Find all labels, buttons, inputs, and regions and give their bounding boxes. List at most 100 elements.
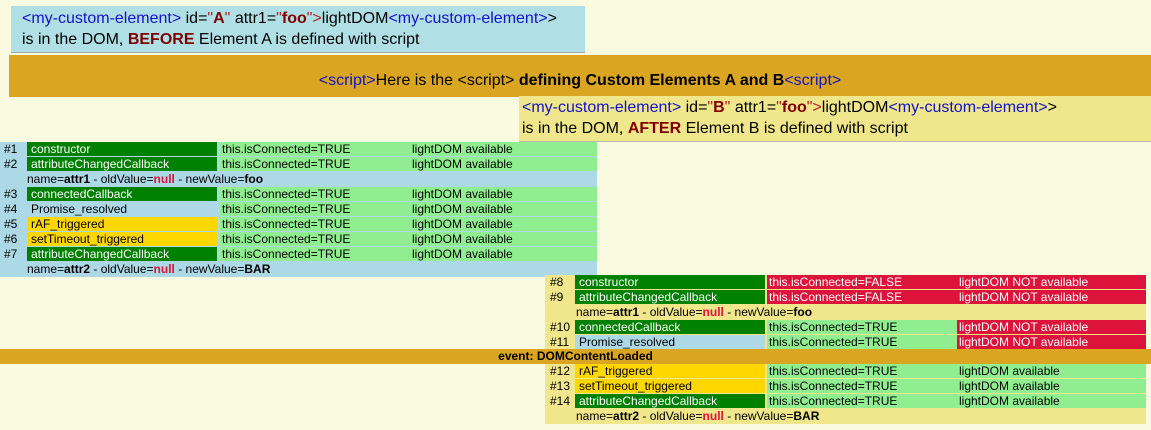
element-b-markup: <my-custom-element> id="B" attr1="foo">l…	[522, 99, 1057, 116]
detail-name-label: name=	[576, 409, 614, 423]
log-row-number: #12	[550, 364, 571, 378]
log-row-number: #9	[550, 290, 564, 304]
log-row-attribute-detail: name=attr2 - oldValue=null - newValue=BA…	[545, 409, 1146, 424]
log-row-light-dom: lightDOM available	[410, 202, 597, 216]
detail-old-label: - oldValue=	[90, 262, 154, 276]
log-row-light-dom: lightDOM NOT available	[957, 335, 1146, 349]
log-row-is-connected: this.isConnected=TRUE	[220, 187, 410, 201]
log-row-callback: Promise_resolved	[575, 335, 765, 349]
log-row-light-dom: lightDOM available	[410, 187, 597, 201]
log-row-light-dom: lightDOM NOT available	[957, 320, 1146, 334]
log-row-number: #14	[550, 394, 571, 408]
detail-old-value: null	[702, 409, 724, 423]
log-row-attribute-detail: name=attr1 - oldValue=null - newValue=fo…	[0, 172, 597, 187]
log-row-light-dom: lightDOM available	[957, 364, 1146, 378]
log-row-number: #5	[4, 217, 18, 231]
log-row-callback: rAF_triggered	[575, 364, 765, 378]
log-row-number: #3	[4, 187, 18, 201]
log-row-is-connected: this.isConnected=TRUE	[767, 364, 957, 378]
log-row-callback: attributeChangedCallback	[575, 290, 765, 304]
log-row-number: #8	[550, 275, 564, 289]
log-row-callback: setTimeout_triggered	[575, 379, 765, 393]
element-a-banner: <my-custom-element> id="A" attr1="foo">l…	[11, 6, 585, 53]
detail-attr-name: attr1	[613, 305, 640, 319]
element-b-status: is in the DOM, AFTER Element B is define…	[522, 120, 908, 137]
detail-new-value: foo	[793, 305, 813, 319]
log-row-callback: constructor	[575, 275, 765, 289]
log-row-number: #13	[550, 379, 571, 393]
log-row-is-connected: this.isConnected=TRUE	[220, 232, 410, 246]
log-row-is-connected: this.isConnected=TRUE	[220, 157, 410, 171]
log-row-is-connected: this.isConnected=TRUE	[220, 202, 410, 216]
script-band: <script>Here is the <script> defining Cu…	[9, 55, 1151, 97]
log-row-callback: attributeChangedCallback	[575, 394, 765, 408]
log-row-number: #2	[4, 157, 18, 171]
log-row-is-connected: this.isConnected=TRUE	[767, 320, 957, 334]
log-row-callback: constructor	[27, 142, 217, 156]
log-row-callback: attributeChangedCallback	[27, 157, 217, 171]
log-row-light-dom: lightDOM available	[410, 232, 597, 246]
log-row-is-connected: this.isConnected=TRUE	[767, 394, 957, 408]
log-row-attribute-detail: name=attr2 - oldValue=null - newValue=BA…	[0, 262, 597, 277]
detail-attr-name: attr2	[613, 409, 640, 423]
log-row-light-dom: lightDOM available	[957, 379, 1146, 393]
log-row-is-connected: this.isConnected=FALSE	[767, 290, 957, 304]
log-row-light-dom: lightDOM available	[410, 217, 597, 231]
detail-new-value: foo	[244, 172, 264, 186]
log-row-attribute-detail: name=attr1 - oldValue=null - newValue=fo…	[545, 305, 1146, 320]
log-row-is-connected: this.isConnected=TRUE	[220, 142, 410, 156]
log-row-callback: attributeChangedCallback	[27, 247, 217, 261]
detail-old-value: null	[153, 172, 175, 186]
detail-new-value: BAR	[244, 262, 271, 276]
element-a-markup: <my-custom-element> id="A" attr1="foo">l…	[22, 10, 557, 27]
detail-attr-name: attr1	[64, 172, 91, 186]
log-row-light-dom: lightDOM available	[410, 157, 597, 171]
detail-new-label: - newValue=	[174, 172, 245, 186]
log-row-number: #6	[4, 232, 18, 246]
log-row-callback: connectedCallback	[575, 320, 765, 334]
log-row-light-dom: lightDOM available	[957, 394, 1146, 408]
log-row-is-connected: this.isConnected=TRUE	[220, 247, 410, 261]
detail-old-label: - oldValue=	[90, 172, 154, 186]
detail-attr-name: attr2	[64, 262, 91, 276]
log-row-is-connected: this.isConnected=TRUE	[767, 335, 957, 349]
log-row-callback: connectedCallback	[27, 187, 217, 201]
log-row-number: #10	[550, 320, 571, 334]
detail-old-label: - oldValue=	[639, 409, 703, 423]
log-row-number: #11	[550, 335, 570, 349]
detail-new-label: - newValue=	[723, 409, 794, 423]
detail-name-label: name=	[576, 305, 614, 319]
detail-name-label: name=	[27, 262, 65, 276]
log-row-is-connected: this.isConnected=TRUE	[220, 217, 410, 231]
log-row-callback: Promise_resolved	[27, 202, 217, 216]
detail-old-value: null	[702, 305, 724, 319]
log-row-callback: rAF_triggered	[27, 217, 217, 231]
dom-content-loaded-event: event: DOMContentLoaded	[0, 349, 1151, 364]
log-row-number: #7	[4, 247, 18, 261]
log-row-light-dom: lightDOM available	[410, 142, 597, 156]
detail-old-label: - oldValue=	[639, 305, 703, 319]
log-row-number: #4	[4, 202, 18, 216]
log-row-callback: setTimeout_triggered	[27, 232, 217, 246]
element-b-banner: <my-custom-element> id="B" attr1="foo">l…	[519, 96, 1151, 142]
log-row-number: #1	[4, 142, 18, 156]
log-row-light-dom: lightDOM available	[410, 247, 597, 261]
detail-name-label: name=	[27, 172, 65, 186]
